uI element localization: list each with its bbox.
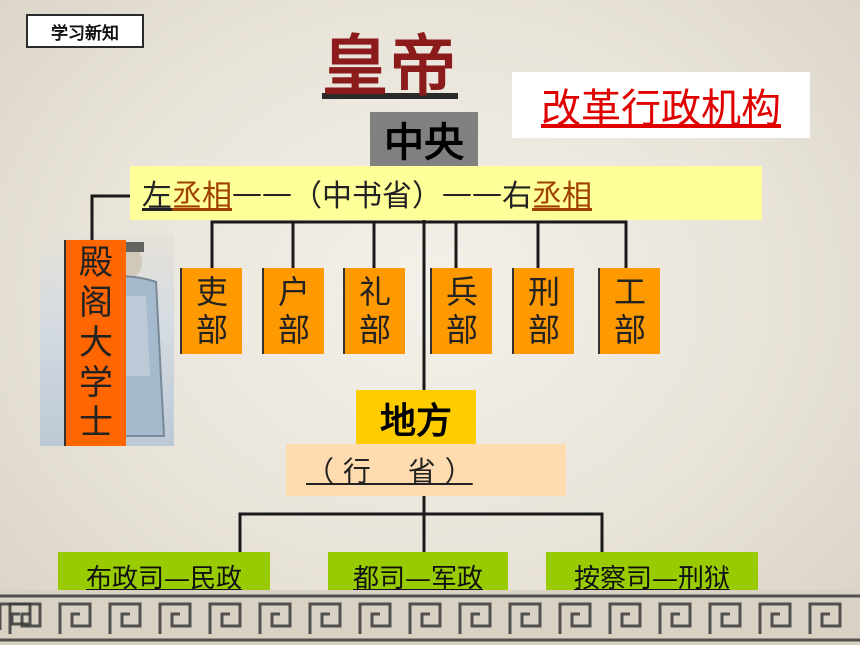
ministry-char: 兵 — [445, 273, 478, 311]
grand-secretary-char: 学 — [79, 363, 113, 403]
ministry-rites: 礼 部 — [343, 268, 405, 354]
central-label: 中央 — [370, 112, 478, 166]
grand-secretary-box: 殿 阁 大 学 士 — [64, 240, 126, 446]
province-label: （ 行 省 ） — [286, 444, 566, 496]
ministry-char: 吏 — [195, 273, 228, 311]
ministry-char: 户 — [277, 273, 310, 311]
province-text: （ 行 省 ） — [306, 455, 473, 488]
ministry-justice: 刑 部 — [512, 268, 574, 354]
secretariat-label: （中书省） — [292, 179, 442, 214]
ministers-band: 左 丞相 —— （中书省） —— 右 丞相 — [130, 166, 762, 220]
ministry-personnel: 吏 部 — [180, 268, 242, 354]
local-label: 地方 — [356, 390, 476, 446]
ministry-char: 部 — [195, 311, 228, 349]
ministry-char: 刑 — [527, 273, 560, 311]
ministry-char: 工 — [613, 273, 646, 311]
dash-right: —— — [442, 175, 502, 211]
right-label: 右 — [502, 179, 532, 214]
grand-secretary-char: 阁 — [79, 283, 113, 323]
grand-secretary-char: 殿 — [79, 243, 113, 283]
section-tag: 学习新知 — [26, 14, 144, 48]
right-minister: 丞相 — [532, 179, 592, 214]
ministry-char: 礼 — [358, 273, 391, 311]
ministry-char: 部 — [527, 311, 560, 349]
grand-secretary-char: 大 — [79, 323, 113, 363]
ministry-works: 工 部 — [598, 268, 660, 354]
emperor-title: 皇帝 — [322, 27, 458, 105]
ministry-war: 兵 部 — [430, 268, 492, 354]
left-minister: 丞相 — [172, 179, 232, 214]
grand-secretary-char: 士 — [79, 403, 113, 443]
reform-label: 改革行政机构 — [512, 72, 810, 138]
dash-left: —— — [232, 175, 292, 211]
fret-border-ornament — [0, 590, 860, 645]
left-label: 左 — [142, 179, 172, 214]
ministry-char: 部 — [613, 311, 646, 349]
ministry-char: 部 — [277, 311, 310, 349]
ministry-char: 部 — [445, 311, 478, 349]
ministry-char: 部 — [358, 311, 391, 349]
ministry-revenue: 户 部 — [262, 268, 324, 354]
